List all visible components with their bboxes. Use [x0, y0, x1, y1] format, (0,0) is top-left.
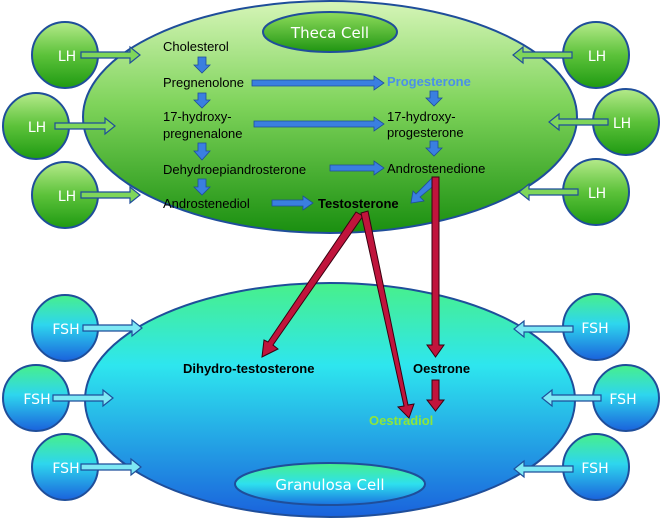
fsh-arrow-left-3 [80, 457, 142, 477]
fsh-label: FSH [581, 461, 608, 477]
arrow-pregnenolone-to-17oh-pregnenalone [193, 92, 211, 109]
arrow-androstenedione-to-oestrone [426, 176, 445, 358]
arrow-17oh-pregnenalone-to-17oh-progesterone [253, 116, 385, 132]
arrow-dhea-to-androstenedione [329, 160, 385, 176]
fsh-hormone-right-1: FSH [562, 293, 630, 361]
lh-label: LH [58, 49, 76, 65]
arrow-testosterone-to-dihydrotestosterone [261, 211, 364, 358]
lh-arrow-left-3 [80, 185, 141, 205]
lh-label: LH [613, 116, 631, 132]
theca-cell-title-badge [262, 11, 398, 53]
theca-cell-title: Theca Cell [290, 24, 369, 42]
molecule-oestrone: Oestrone [413, 361, 470, 376]
lh-label: LH [588, 186, 606, 202]
lh-arrow-right-1 [512, 45, 573, 65]
lh-label: LH [588, 49, 606, 65]
molecule-androstenedione: Androstenedione [387, 161, 485, 176]
molecule-androstenediol: Androstenediol [163, 196, 250, 211]
molecule-dehydroepiandrosterone: Dehydroepiandrosterone [163, 162, 306, 177]
lh-arrow-left-1 [80, 45, 141, 65]
fsh-arrow-right-2 [541, 388, 602, 408]
molecule-17-hydroxy-progesterone-line1: 17-hydroxy- [387, 109, 456, 124]
fsh-arrow-left-2 [52, 388, 114, 408]
fsh-hormone-left-1: FSH [31, 294, 99, 362]
molecule-pregnenolone: Pregnenolone [163, 75, 244, 90]
fsh-arrow-left-1 [82, 318, 143, 338]
lh-label: LH [58, 189, 76, 205]
arrow-17oh-progesterone-to-androstenedione [425, 140, 443, 157]
fsh-arrow-right-3 [513, 459, 574, 479]
fsh-label: FSH [52, 461, 79, 477]
molecule-oestradiol: Oestradiol [369, 413, 433, 428]
arrow-oestrone-to-oestradiol [425, 379, 446, 412]
arrow-progesterone-to-17oh-progesterone [425, 90, 443, 107]
arrow-dhea-to-androstenediol [193, 178, 211, 196]
molecule-17-hydroxy-pregnenalone-line1: 17-hydroxy- [163, 109, 232, 124]
molecule-dihydro-testosterone: Dihydro-testosterone [183, 361, 314, 376]
arrow-cholesterol-to-pregnenolone [193, 56, 211, 74]
lh-label: LH [28, 120, 46, 136]
molecule-17-hydroxy-pregnenalone-line2: pregnenalone [163, 126, 243, 141]
molecule-17-hydroxy-progesterone-line2: progesterone [387, 125, 464, 140]
molecule-testosterone: Testosterone [318, 196, 399, 211]
arrow-androstenediol-to-testosterone [271, 195, 314, 211]
fsh-label: FSH [23, 392, 50, 408]
lh-hormone-right-1: LH [562, 21, 630, 89]
arrow-testosterone-to-oestradiol [360, 210, 415, 419]
arrow-17oh-pregnenalone-to-dhea [193, 142, 211, 161]
lh-arrow-right-2 [548, 112, 609, 132]
fsh-label: FSH [52, 322, 79, 338]
fsh-hormone-left-3: FSH [31, 433, 99, 501]
fsh-label: FSH [581, 321, 608, 337]
theca-cell-body [82, 0, 578, 234]
fsh-arrow-right-1 [513, 319, 574, 339]
molecule-cholesterol: Cholesterol [163, 39, 229, 54]
fsh-hormone-right-2: FSH [592, 364, 660, 432]
lh-hormone-left-1: LH [31, 21, 99, 89]
fsh-label: FSH [609, 392, 636, 408]
granulosa-cell-title-badge [234, 462, 426, 506]
arrow-pregnenolone-to-progesterone [251, 75, 385, 91]
lh-arrow-left-2 [54, 116, 116, 136]
molecule-progesterone: Progesterone [387, 74, 471, 89]
granulosa-cell-title: Granulosa Cell [275, 476, 384, 494]
lh-arrow-right-3 [518, 182, 579, 202]
